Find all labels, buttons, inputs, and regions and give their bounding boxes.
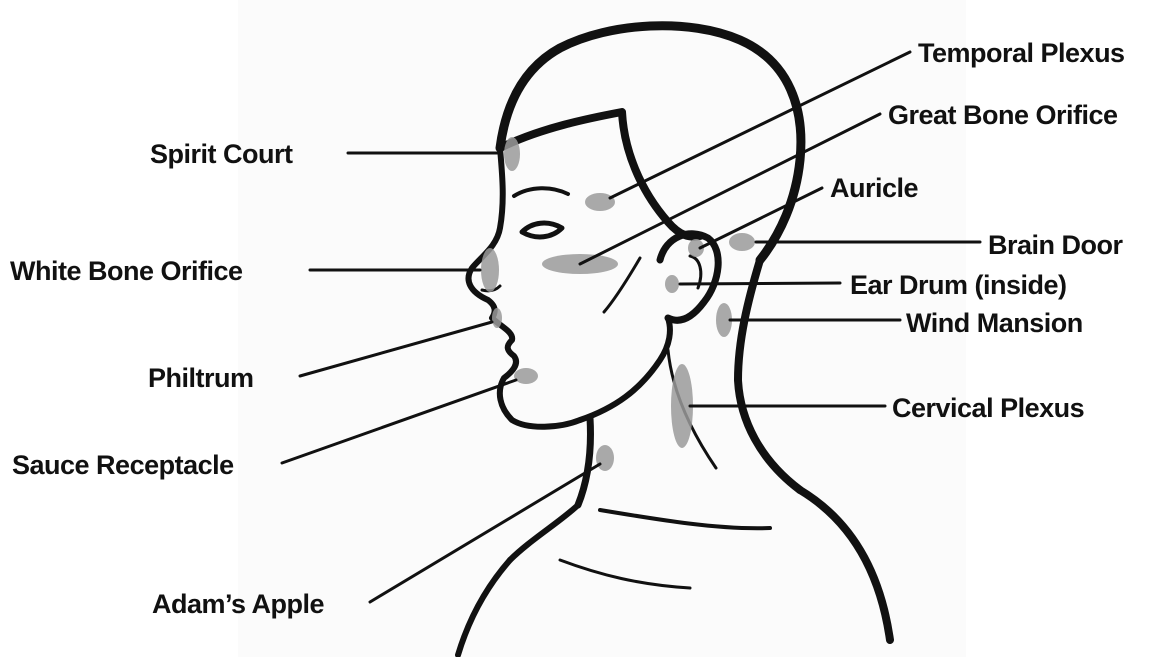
label-philtrum: Philtrum	[148, 363, 254, 393]
label-cervical-plexus: Cervical Plexus	[892, 393, 1084, 423]
label-ear-drum: Ear Drum (inside)	[850, 270, 1067, 300]
spot-brain-door	[729, 233, 755, 251]
label-great-bone-orifice: Great Bone Orifice	[888, 100, 1118, 130]
label-adams-apple: Adam’s Apple	[152, 589, 325, 619]
spot-ear-drum	[665, 275, 679, 293]
label-spirit-court: Spirit Court	[150, 139, 293, 169]
label-white-bone-orifice: White Bone Orifice	[10, 256, 243, 286]
label-brain-door: Brain Door	[988, 230, 1124, 260]
spot-philtrum	[492, 308, 502, 328]
label-wind-mansion: Wind Mansion	[906, 308, 1083, 338]
backdrop-panel	[238, 0, 966, 657]
label-sauce-receptacle: Sauce Receptacle	[12, 450, 234, 480]
label-temporal-plexus: Temporal Plexus	[918, 38, 1125, 68]
spot-adams-apple	[596, 445, 614, 471]
label-auricle: Auricle	[830, 173, 919, 203]
spot-sauce-receptacle	[514, 368, 538, 384]
leader-ear-drum	[680, 283, 840, 284]
spot-spirit-court	[504, 137, 520, 171]
spot-white-bone-orifice	[481, 248, 499, 292]
spot-temporal-plexus	[585, 193, 615, 211]
